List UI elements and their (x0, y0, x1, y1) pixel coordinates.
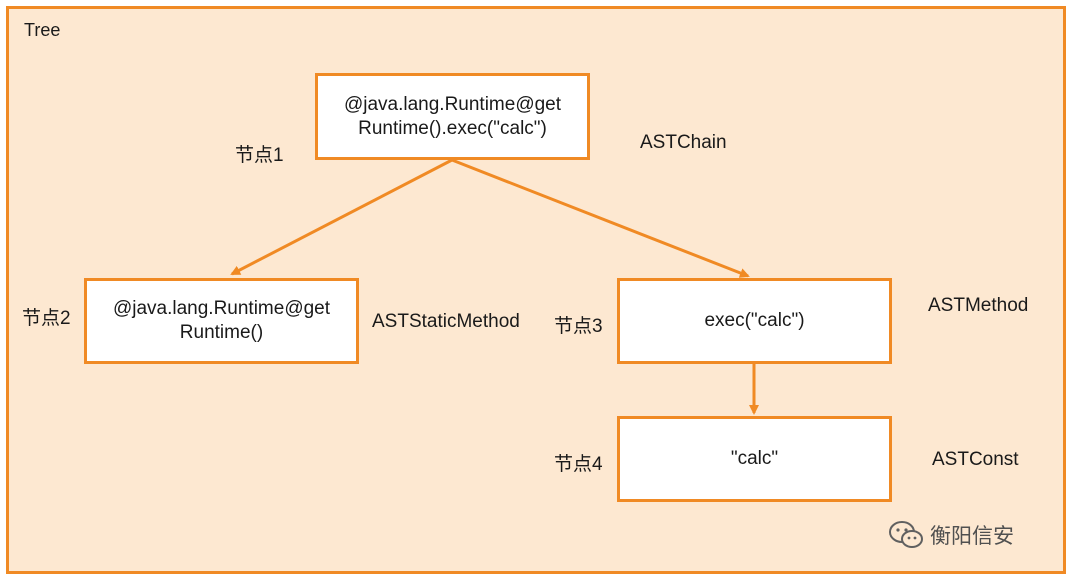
node-3-type: ASTMethod (928, 295, 1029, 316)
node-1-type: ASTChain (640, 132, 727, 153)
node-4-text: "calc" (730, 448, 779, 469)
watermark-text: 衡阳信安 (930, 525, 1014, 548)
frame-label: Tree (24, 20, 61, 40)
node-1: @java.lang.Runtime@get Runtime().exec("c… (315, 73, 590, 160)
node-1-tag: 节点1 (235, 145, 284, 166)
edge-node1-node3 (451, 158, 750, 278)
node-4-type: ASTConst (932, 449, 1019, 470)
node-4: "calc" (617, 416, 892, 502)
node-2-text: @java.lang.Runtime@get Runtime() (112, 298, 331, 343)
node-2: @java.lang.Runtime@get Runtime() (84, 278, 359, 364)
node-4-tag: 节点4 (554, 454, 603, 475)
node-1-text: @java.lang.Runtime@get Runtime().exec("c… (343, 93, 562, 139)
edge-node1-node2 (230, 158, 453, 276)
node-3-tag: 节点3 (554, 316, 603, 337)
node-2-type: ASTStaticMethod (372, 311, 520, 332)
node-2-tag: 节点2 (22, 308, 71, 329)
wechat-icon (889, 521, 923, 548)
node-3-text: exec("calc") (704, 310, 805, 331)
node-3: exec("calc") (617, 278, 892, 364)
watermark: 衡阳信安 (888, 520, 1014, 550)
